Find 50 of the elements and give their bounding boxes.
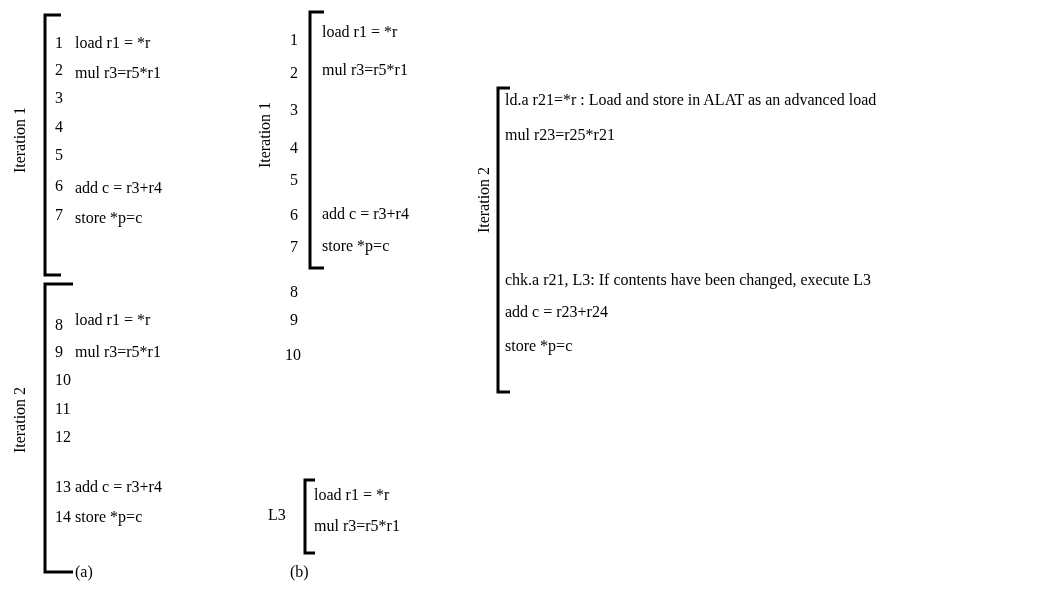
line-number: 10 xyxy=(285,345,301,365)
code-line: store *p=c xyxy=(505,336,573,356)
code-line: mul r3=r5*r1 xyxy=(314,516,400,536)
line-number: 2 xyxy=(55,60,63,80)
code-line: load r1 = *r xyxy=(75,310,151,330)
panel-caption: (a) xyxy=(75,562,93,582)
line-number: 5 xyxy=(290,170,298,190)
code-line: chk.a r21, L3: If contents have been changed, execute L3 xyxy=(505,270,872,290)
line-number: 8 xyxy=(55,315,63,335)
code-line: add c = r3+r4 xyxy=(322,204,409,224)
code-line: load r1 = *r xyxy=(314,485,390,505)
line-number: 11 xyxy=(55,399,71,419)
code-line: store *p=c xyxy=(322,236,390,256)
line-number: 12 xyxy=(55,427,71,447)
line-number: 14 xyxy=(55,507,71,527)
line-number: 2 xyxy=(290,63,298,83)
code-line: load r1 = *r xyxy=(75,33,151,53)
line-number: 4 xyxy=(55,117,63,137)
line-number: 4 xyxy=(290,138,298,158)
line-number: 1 xyxy=(290,30,298,50)
code-line: mul r3=r5*r1 xyxy=(322,60,408,80)
line-number: 1 xyxy=(55,33,63,53)
line-label: L3 xyxy=(268,505,286,525)
panel-caption: (b) xyxy=(290,562,309,582)
code-line: add c = r23+r24 xyxy=(505,302,608,322)
code-line: mul r23=r25*r21 xyxy=(505,125,615,145)
line-number: 7 xyxy=(290,237,298,257)
line-number: 9 xyxy=(290,310,298,330)
iteration-label: Iteration 1 xyxy=(255,101,274,169)
line-number: 3 xyxy=(290,100,298,120)
code-line: store *p=c xyxy=(75,507,143,527)
line-number: 3 xyxy=(55,88,63,108)
iteration-label: Iteration 2 xyxy=(10,386,29,454)
code-line: add c = r3+r4 xyxy=(75,477,162,497)
code-line: mul r3=r5*r1 xyxy=(75,63,161,83)
line-number: 8 xyxy=(290,282,298,302)
code-line: mul r3=r5*r1 xyxy=(75,342,161,362)
code-line: ld.a r21=*r : Load and store in ALAT as an advanced load xyxy=(505,90,877,110)
line-number: 13 xyxy=(55,477,71,497)
line-number: 6 xyxy=(290,205,298,225)
line-number: 7 xyxy=(55,205,63,225)
code-line: load r1 = *r xyxy=(322,22,398,42)
line-number: 5 xyxy=(55,145,63,165)
line-number: 9 xyxy=(55,342,63,362)
code-line: store *p=c xyxy=(75,208,143,228)
line-number: 10 xyxy=(55,370,71,390)
line-number: 6 xyxy=(55,176,63,196)
iteration-label: Iteration 1 xyxy=(10,106,29,174)
iteration-label: Iteration 2 xyxy=(474,166,493,234)
code-line: add c = r3+r4 xyxy=(75,178,162,198)
